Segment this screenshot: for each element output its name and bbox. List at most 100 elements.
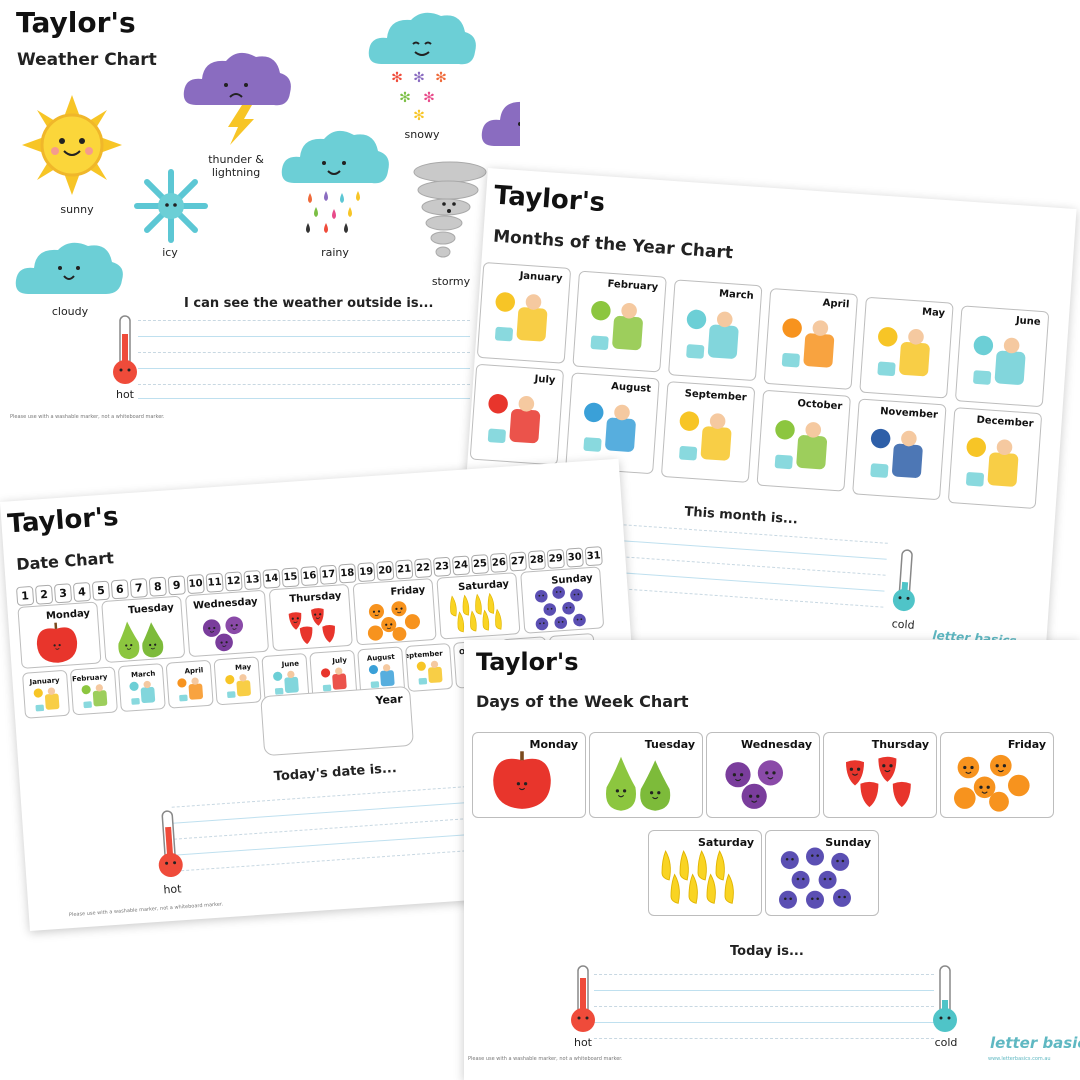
days-chart-subtitle: Days of the Week Chart: [476, 692, 689, 711]
date-number-21[interactable]: 21: [395, 559, 414, 580]
oranges-icon: [367, 601, 421, 641]
month-card-march[interactable]: March: [667, 279, 763, 382]
month-illustration-icon: [679, 411, 732, 461]
date-day-card-friday[interactable]: Friday: [352, 578, 437, 646]
date-number-14[interactable]: 14: [262, 568, 281, 589]
date-number-17[interactable]: 17: [319, 564, 338, 585]
month-card-july[interactable]: July: [469, 363, 565, 466]
months-chart-sheet: Taylor's Months of the Year Chart Januar…: [454, 168, 1077, 688]
date-month-card-january[interactable]: January: [21, 669, 71, 719]
days-chart-title: Taylor's: [476, 648, 579, 676]
date-number-29[interactable]: 29: [546, 548, 565, 569]
card-label: Saturday: [698, 836, 754, 849]
month-card-october[interactable]: October: [756, 389, 851, 492]
date-number-26[interactable]: 26: [489, 552, 509, 573]
day-card-tuesday[interactable]: Tuesday: [589, 732, 703, 818]
date-number-23[interactable]: 23: [432, 556, 452, 577]
date-day-card-sunday[interactable]: Sunday: [520, 566, 605, 634]
month-illustration-icon: [368, 664, 395, 688]
day-card-wednesday[interactable]: Wednesday: [706, 732, 820, 818]
date-number-9[interactable]: 9: [167, 575, 186, 596]
date-number-5[interactable]: 5: [91, 580, 111, 601]
month-card-april[interactable]: April: [763, 287, 859, 390]
date-month-card-may[interactable]: May: [213, 656, 262, 706]
date-day-card-tuesday[interactable]: Tuesday: [101, 595, 186, 664]
month-illustration-icon: [487, 394, 541, 444]
thermometer-hot-icon: [158, 810, 183, 877]
apple-icon: [493, 751, 551, 809]
month-illustration-icon: [973, 335, 1026, 385]
card-label: Tuesday: [644, 738, 695, 751]
date-number-10[interactable]: 10: [186, 573, 205, 595]
date-day-card-monday[interactable]: Monday: [17, 601, 102, 669]
date-month-card-september[interactable]: September: [405, 642, 454, 692]
month-card-may[interactable]: May: [859, 296, 954, 399]
date-number-19[interactable]: 19: [357, 562, 376, 583]
year-label: Year: [375, 692, 404, 708]
month-illustration-icon: [686, 309, 739, 359]
day-card-sunday[interactable]: Sunday: [765, 830, 879, 916]
date-number-16[interactable]: 16: [300, 566, 319, 587]
date-month-card-july[interactable]: July: [309, 649, 358, 699]
month-illustration-icon: [33, 687, 60, 712]
month-card-february[interactable]: February: [572, 270, 667, 373]
date-number-20[interactable]: 20: [376, 560, 395, 581]
month-illustration-icon: [781, 318, 835, 368]
day-card-thursday[interactable]: Thursday: [823, 732, 937, 818]
date-month-card-february[interactable]: February: [69, 666, 118, 716]
weather-chart-title: Taylor's: [16, 6, 136, 39]
date-number-15[interactable]: 15: [281, 567, 300, 588]
month-card-august[interactable]: August: [565, 372, 660, 475]
days-write-line: [594, 1038, 934, 1039]
month-illustration-icon: [877, 327, 930, 377]
date-number-13[interactable]: 13: [243, 570, 262, 591]
date-hot-label: hot: [162, 882, 182, 897]
date-number-11[interactable]: 11: [205, 572, 224, 593]
date-day-card-saturday[interactable]: Saturday: [436, 572, 521, 640]
date-month-card-june[interactable]: June: [261, 653, 310, 703]
blueberries-icon: [779, 847, 851, 909]
date-day-card-wednesday[interactable]: Wednesday: [184, 589, 270, 658]
date-number-7[interactable]: 7: [129, 577, 148, 599]
month-card-december[interactable]: December: [947, 407, 1043, 510]
date-number-3[interactable]: 3: [53, 583, 73, 604]
date-number-12[interactable]: 12: [224, 571, 243, 592]
year-box[interactable]: Year: [260, 685, 415, 757]
date-number-2[interactable]: 2: [34, 584, 54, 605]
date-number-22[interactable]: 22: [414, 558, 433, 579]
day-card-saturday[interactable]: Saturday: [648, 830, 762, 916]
date-number-1[interactable]: 1: [15, 585, 35, 607]
months-chart-subtitle: Months of the Year Chart: [492, 226, 734, 264]
date-number-30[interactable]: 30: [565, 547, 584, 568]
month-card-november[interactable]: November: [852, 398, 947, 501]
date-number-27[interactable]: 27: [508, 551, 528, 572]
weather-footnote: Please use with a washable marker, not a…: [10, 414, 165, 420]
day-card-monday[interactable]: Monday: [472, 732, 586, 818]
date-number-24[interactable]: 24: [451, 555, 471, 576]
weather-label-lightning: lightning: [211, 166, 261, 179]
blueberries-icon: [535, 586, 586, 631]
month-card-january[interactable]: January: [476, 261, 572, 364]
month-card-june[interactable]: June: [954, 305, 1050, 408]
date-number-28[interactable]: 28: [527, 550, 547, 571]
months-prompt: This month is...: [683, 504, 799, 528]
date-number-8[interactable]: 8: [148, 576, 167, 597]
date-month-card-august[interactable]: August: [357, 646, 406, 696]
date-number-31[interactable]: 31: [584, 546, 603, 567]
date-number-25[interactable]: 25: [470, 554, 490, 575]
date-day-card-thursday[interactable]: Thursday: [268, 583, 353, 652]
card-label: May: [921, 306, 946, 320]
weather-label-cloudy: cloudy: [51, 305, 89, 318]
date-footnote: Please use with a washable marker, not a…: [68, 901, 224, 919]
day-card-friday[interactable]: Friday: [940, 732, 1054, 818]
date-month-card-march[interactable]: March: [117, 663, 166, 713]
date-number-18[interactable]: 18: [338, 563, 357, 584]
snowflake-icon: [134, 169, 208, 243]
date-number-6[interactable]: 6: [110, 579, 130, 600]
card-label: August: [610, 381, 652, 395]
date-month-card-april[interactable]: April: [165, 659, 214, 709]
days-write-line: [594, 990, 934, 991]
month-card-september[interactable]: September: [660, 381, 756, 483]
date-number-4[interactable]: 4: [72, 581, 92, 603]
